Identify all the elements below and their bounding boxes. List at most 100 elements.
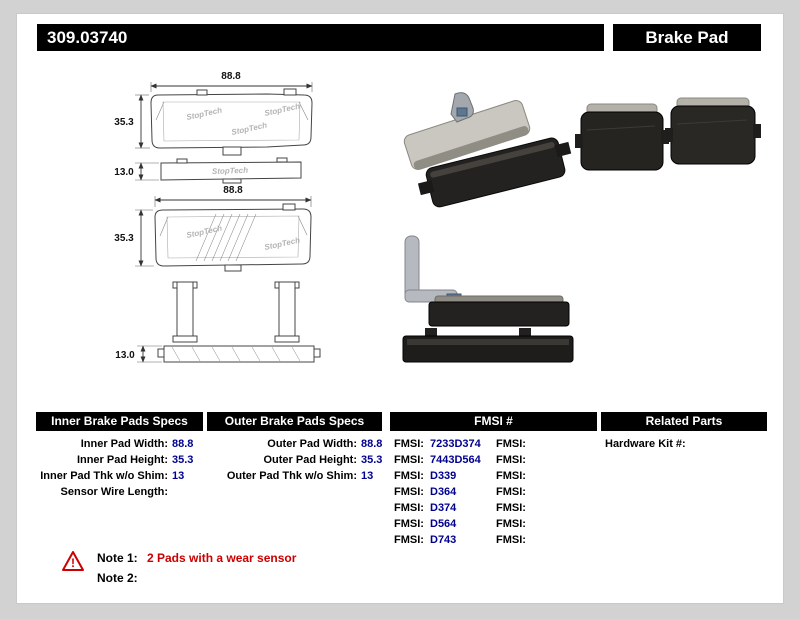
dim-pad1-width: 88.8 <box>221 71 241 82</box>
note-2-label: Note 2: <box>97 571 138 585</box>
spec-label: Sensor Wire Length: <box>60 486 168 498</box>
dimension-pad1-height: 35.3 <box>114 94 150 149</box>
dim-pad1-height: 35.3 <box>114 117 134 128</box>
fmsi-table: FMSI # FMSI: 7233D374 FMSI: FMSI: 7443D5… <box>390 412 597 548</box>
fmsi-value: D374 <box>430 502 457 514</box>
spec-value: 35.3 <box>361 454 383 466</box>
fmsi-label: FMSI: <box>394 486 424 498</box>
note-1-label: Note 1: <box>97 551 138 565</box>
photo-pad-right <box>665 97 761 165</box>
dimension-pad2-width: 88.8 <box>154 185 312 207</box>
catalog-page: 309.03740 Brake Pad StopTech StopTech St… <box>16 13 784 604</box>
pad-top-view-2 <box>154 203 312 272</box>
spec-label: Outer Pad Width: <box>267 438 357 450</box>
fmsi-label: FMSI: <box>496 518 526 530</box>
inner-specs-table: Inner Brake Pads Specs Inner Pad Width: … <box>36 412 203 500</box>
note-2: Note 2: <box>97 568 296 588</box>
fmsi-label: FMSI: <box>394 470 424 482</box>
pad-top-view-1 <box>150 88 313 156</box>
photo-pads-angled <box>403 92 572 208</box>
table-row: Outer Pad Height: 35.3 <box>207 452 382 468</box>
spec-value: 13 <box>361 470 374 482</box>
fmsi-label: FMSI: <box>496 534 526 546</box>
outer-specs-table: Outer Brake Pads Specs Outer Pad Width: … <box>207 412 382 484</box>
fmsi-value: D364 <box>430 486 457 498</box>
dim-pad1-thickness: 13.0 <box>114 167 134 178</box>
spec-label: Inner Pad Height: <box>76 454 168 466</box>
watermark-text: StopTech <box>212 166 249 176</box>
related-label: Hardware Kit #: <box>605 438 686 450</box>
spec-label: Outer Pad Height: <box>263 454 357 466</box>
spec-label: Inner Pad Width: <box>80 438 168 450</box>
related-parts-header: Related Parts <box>601 412 767 431</box>
spec-value: 88.8 <box>361 438 383 450</box>
dimension-pad2-height: 35.3 <box>114 209 154 267</box>
dim-pad2-thickness: 13.0 <box>115 350 135 361</box>
warning-icon: ! <box>62 551 84 571</box>
edge-view-hatch <box>171 346 301 362</box>
related-parts-table: Related Parts Hardware Kit #: <box>601 412 767 452</box>
photo-pads-face <box>575 97 761 171</box>
fmsi-label: FMSI: <box>394 518 424 530</box>
table-row: FMSI: 7233D374 FMSI: <box>390 436 597 452</box>
fmsi-value: 7233D374 <box>430 438 481 450</box>
photo-pads-edge <box>402 235 574 363</box>
fmsi-label: FMSI: <box>394 454 424 466</box>
dim-pad2-height: 35.3 <box>114 233 134 244</box>
table-row: FMSI: D339 FMSI: <box>390 468 597 484</box>
table-row: FMSI: D564 FMSI: <box>390 516 597 532</box>
inner-specs-header: Inner Brake Pads Specs <box>36 412 203 431</box>
table-row: Hardware Kit #: <box>601 436 767 452</box>
header-divider <box>604 24 613 51</box>
fmsi-label: FMSI: <box>496 454 526 466</box>
diagram-area: StopTech StopTech StopTech 88.8 35.3 Sto… <box>114 71 761 363</box>
fmsi-label: FMSI: <box>394 438 424 450</box>
note-1: Note 1: 2 Pads with a wear sensor <box>97 548 296 568</box>
fmsi-header: FMSI # <box>390 412 597 431</box>
fmsi-label: FMSI: <box>496 470 526 482</box>
spec-label: Outer Pad Thk w/o Shim: <box>226 470 357 482</box>
fmsi-value: D743 <box>430 534 457 546</box>
fmsi-value: D339 <box>430 470 457 482</box>
outer-specs-header: Outer Brake Pads Specs <box>207 412 382 431</box>
dim-pad2-width: 88.8 <box>223 185 243 196</box>
part-number-bar: 309.03740 <box>37 24 604 51</box>
part-number: 309.03740 <box>47 27 128 47</box>
table-row: FMSI: D364 FMSI: <box>390 484 597 500</box>
notes-section: ! Note 1: 2 Pads with a wear sensor Note… <box>61 548 296 588</box>
table-row: Inner Pad Height: 35.3 <box>36 452 203 468</box>
edge-pad-2 <box>402 328 574 363</box>
product-type-bar: Brake Pad <box>613 24 761 51</box>
table-row: FMSI: D743 FMSI: <box>390 532 597 548</box>
note-1-text: 2 Pads with a wear sensor <box>147 551 297 565</box>
fmsi-value: D564 <box>430 518 457 530</box>
svg-text:!: ! <box>71 556 75 570</box>
fmsi-label: FMSI: <box>496 486 526 498</box>
page-header: 309.03740 Brake Pad <box>37 24 761 51</box>
spec-label: Inner Pad Thk w/o Shim: <box>40 470 168 482</box>
fmsi-value: 7443D564 <box>430 454 481 466</box>
dimension-pad1-thickness: 13.0 <box>114 162 159 181</box>
table-row: Outer Pad Width: 88.8 <box>207 436 382 452</box>
table-row: Outer Pad Thk w/o Shim: 13 <box>207 468 382 484</box>
pad2-sensor-hatch <box>195 213 257 262</box>
table-row: FMSI: 7443D564 FMSI: <box>390 452 597 468</box>
pad-edge-view-2 <box>157 281 321 363</box>
spec-value: 35.3 <box>172 454 194 466</box>
table-row: FMSI: D374 FMSI: <box>390 500 597 516</box>
pad-side-view-1 <box>160 157 302 184</box>
table-row: Inner Pad Width: 88.8 <box>36 436 203 452</box>
dimension-pad1-width: 88.8 <box>150 71 313 92</box>
table-row: Inner Pad Thk w/o Shim: 13 <box>36 468 203 484</box>
fmsi-label: FMSI: <box>496 438 526 450</box>
product-type: Brake Pad <box>645 27 729 47</box>
spec-value: 13 <box>172 470 185 482</box>
fmsi-label: FMSI: <box>394 534 424 546</box>
photo-pad-left <box>575 103 669 171</box>
wear-sensor-clip <box>450 92 474 123</box>
fmsi-label: FMSI: <box>394 502 424 514</box>
dimension-pad2-thickness: 13.0 <box>115 345 162 363</box>
table-row: Sensor Wire Length: <box>36 484 203 500</box>
spec-value: 88.8 <box>172 438 194 450</box>
fmsi-label: FMSI: <box>496 502 526 514</box>
